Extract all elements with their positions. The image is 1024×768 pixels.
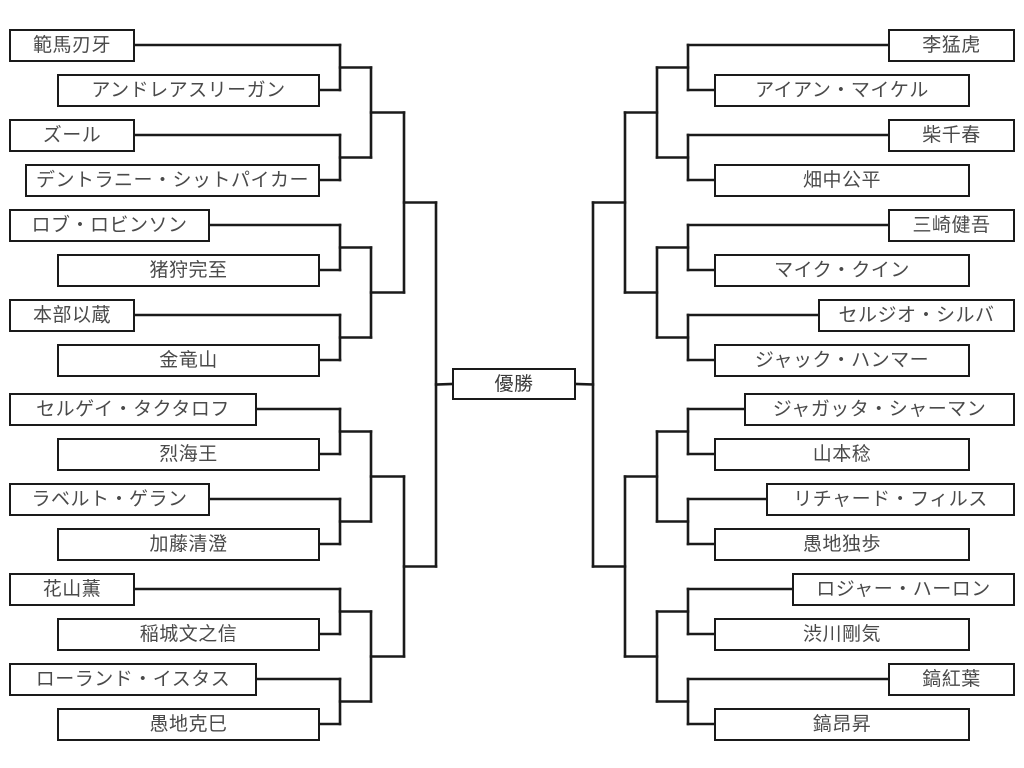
competitor-box-left-7[interactable]: 本部以蔵 bbox=[9, 299, 135, 332]
competitor-box-right-1[interactable]: 李猛虎 bbox=[888, 29, 1015, 62]
competitor-box-right-10[interactable]: 山本稔 bbox=[714, 438, 970, 471]
competitor-box-right-11[interactable]: リチャード・フィルス bbox=[766, 483, 1015, 516]
champion-box[interactable]: 優勝 bbox=[452, 368, 576, 400]
competitor-box-left-3[interactable]: ズール bbox=[9, 119, 135, 152]
competitor-box-left-1[interactable]: 範馬刃牙 bbox=[9, 29, 135, 62]
competitor-box-right-16[interactable]: 鎬昂昇 bbox=[714, 708, 970, 741]
competitor-box-right-6[interactable]: マイク・クイン bbox=[714, 254, 970, 287]
right-final-run bbox=[574, 382, 595, 386]
competitor-box-left-6[interactable]: 猪狩完至 bbox=[57, 254, 320, 287]
competitor-box-right-12[interactable]: 愚地独歩 bbox=[714, 528, 970, 561]
left-final-run bbox=[434, 382, 454, 386]
competitor-box-right-8[interactable]: ジャック・ハンマー bbox=[714, 344, 970, 377]
competitor-box-left-10[interactable]: 烈海王 bbox=[57, 438, 320, 471]
competitor-box-left-12[interactable]: 加藤清澄 bbox=[57, 528, 320, 561]
competitor-box-left-8[interactable]: 金竜山 bbox=[57, 344, 320, 377]
competitor-box-left-5[interactable]: ロブ・ロビンソン bbox=[9, 209, 210, 242]
competitor-box-left-2[interactable]: アンドレアスリーガン bbox=[57, 74, 320, 107]
competitor-box-left-11[interactable]: ラベルト・ゲラン bbox=[9, 483, 210, 516]
competitor-box-left-4[interactable]: デントラニー・シットパイカー bbox=[25, 164, 320, 197]
competitor-box-right-14[interactable]: 渋川剛気 bbox=[714, 618, 970, 651]
competitor-box-left-14[interactable]: 稲城文之信 bbox=[57, 618, 320, 651]
competitor-box-right-3[interactable]: 柴千春 bbox=[888, 119, 1015, 152]
competitor-box-right-4[interactable]: 畑中公平 bbox=[714, 164, 970, 197]
competitor-box-right-5[interactable]: 三崎健吾 bbox=[888, 209, 1015, 242]
competitor-box-left-15[interactable]: ローランド・イスタス bbox=[9, 663, 257, 696]
competitor-box-left-13[interactable]: 花山薫 bbox=[9, 573, 135, 606]
competitor-box-right-13[interactable]: ロジャー・ハーロン bbox=[792, 573, 1015, 606]
competitor-box-left-16[interactable]: 愚地克巳 bbox=[57, 708, 320, 741]
competitor-box-left-9[interactable]: セルゲイ・タクタロフ bbox=[9, 393, 257, 426]
competitor-box-right-2[interactable]: アイアン・マイケル bbox=[714, 74, 970, 107]
competitor-box-right-15[interactable]: 鎬紅葉 bbox=[888, 663, 1015, 696]
competitor-box-right-9[interactable]: ジャガッタ・シャーマン bbox=[744, 393, 1015, 426]
competitor-box-right-7[interactable]: セルジオ・シルバ bbox=[818, 299, 1015, 332]
